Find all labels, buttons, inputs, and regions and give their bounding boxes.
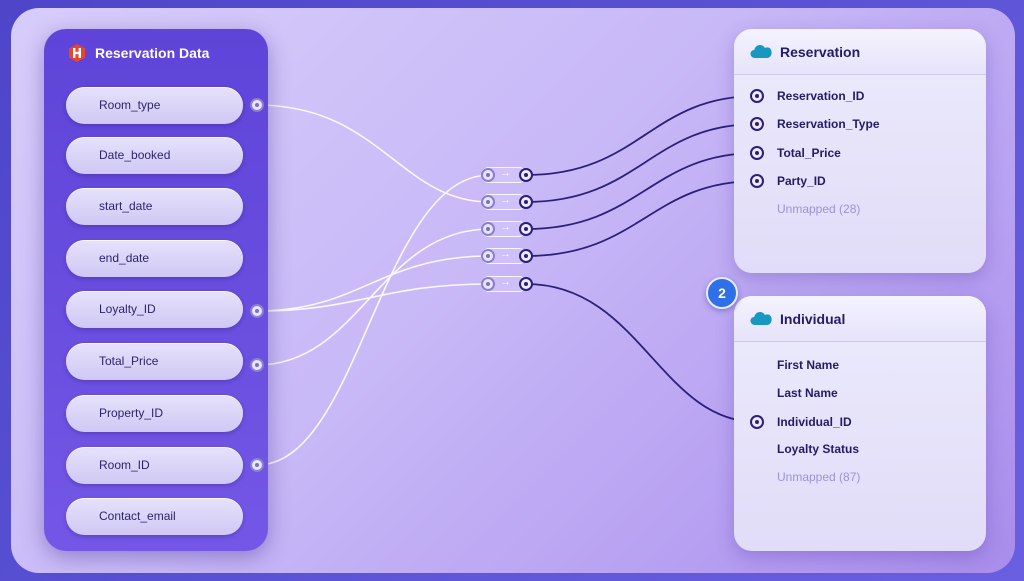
target-port-total-price[interactable] <box>750 146 764 160</box>
arrow-right-icon: → <box>500 221 511 233</box>
connector-port-out[interactable] <box>519 277 533 291</box>
wire-loyalty-b <box>256 283 491 312</box>
arrow-right-icon: → <box>500 276 511 288</box>
source-port-loyalty-id[interactable] <box>250 304 264 318</box>
target-field-first-name[interactable]: First Name <box>777 358 840 372</box>
wire-to-total-price <box>525 152 758 230</box>
salesforce-cloud-icon <box>750 45 772 58</box>
step-badge: 2 <box>706 277 738 309</box>
arrow-right-icon: → <box>500 194 511 206</box>
target-field-party-id[interactable]: Party_ID <box>777 174 826 188</box>
wire-to-party-id <box>525 180 758 257</box>
target-port-individual-id[interactable] <box>750 415 764 429</box>
connector-port-in[interactable] <box>481 277 495 291</box>
target-field-individual-id[interactable]: Individual_ID <box>777 415 852 429</box>
target-port-reservation-id[interactable] <box>750 89 764 103</box>
arrow-right-icon: → <box>500 248 511 260</box>
target-field-reservation-id[interactable]: Reservation_ID <box>777 89 865 103</box>
source-header: Reservation Data <box>68 43 209 63</box>
target-field-loyalty-status[interactable]: Loyalty Status <box>777 442 860 456</box>
connector-port-out[interactable] <box>519 222 533 236</box>
source-field-loyalty-id[interactable]: Loyalty_ID <box>66 291 243 328</box>
wire-room-type <box>256 104 491 203</box>
target-port-reservation-type[interactable] <box>750 117 764 131</box>
source-field-total-price[interactable]: Total_Price <box>66 343 243 380</box>
wire-to-reservation-type <box>525 123 758 203</box>
target-unmapped-individual[interactable]: Unmapped (87) <box>777 470 861 484</box>
salesforce-cloud-icon <box>750 312 772 325</box>
source-field-end-date[interactable]: end_date <box>66 240 243 277</box>
target-card-individual: Individual <box>734 296 986 551</box>
wire-to-individual-id <box>525 283 758 423</box>
hexagon-logo-icon <box>69 44 85 62</box>
connector-port-out[interactable] <box>519 195 533 209</box>
connector-port-out[interactable] <box>519 168 533 182</box>
target-header-reservation: Reservation <box>734 29 986 75</box>
source-field-date-booked[interactable]: Date_booked <box>66 137 243 174</box>
connector-port-in[interactable] <box>481 195 495 209</box>
target-header-individual: Individual <box>734 296 986 342</box>
source-field-room-type[interactable]: Room_type <box>66 87 243 124</box>
target-title-reservation: Reservation <box>780 43 861 60</box>
source-field-start-date[interactable]: start_date <box>66 188 243 225</box>
connector-port-in[interactable] <box>481 168 495 182</box>
target-card-reservation: Reservation <box>734 29 986 273</box>
wire-room-id <box>256 174 491 466</box>
wire-to-reservation-id <box>525 95 758 176</box>
wire-loyalty-a <box>256 255 491 312</box>
source-field-contact-email[interactable]: Contact_email <box>66 498 243 535</box>
target-field-reservation-type[interactable]: Reservation_Type <box>777 117 880 131</box>
source-port-room-id[interactable] <box>250 458 264 472</box>
source-title: Reservation Data <box>95 45 210 61</box>
target-unmapped-reservation[interactable]: Unmapped (28) <box>777 202 861 216</box>
source-field-property-id[interactable]: Property_ID <box>66 395 243 432</box>
target-field-last-name[interactable]: Last Name <box>777 386 838 400</box>
target-field-total-price[interactable]: Total_Price <box>777 146 841 160</box>
target-title-individual: Individual <box>780 310 846 327</box>
source-port-total-price[interactable] <box>250 358 264 372</box>
target-port-party-id[interactable] <box>750 174 764 188</box>
connector-port-out[interactable] <box>519 249 533 263</box>
connector-port-in[interactable] <box>481 249 495 263</box>
source-field-room-id[interactable]: Room_ID <box>66 447 243 484</box>
source-panel: Reservation Data Room_type Date_booked s… <box>44 29 268 551</box>
connector-port-in[interactable] <box>481 222 495 236</box>
arrow-right-icon: → <box>500 167 511 179</box>
source-port-room-type[interactable] <box>250 98 264 112</box>
